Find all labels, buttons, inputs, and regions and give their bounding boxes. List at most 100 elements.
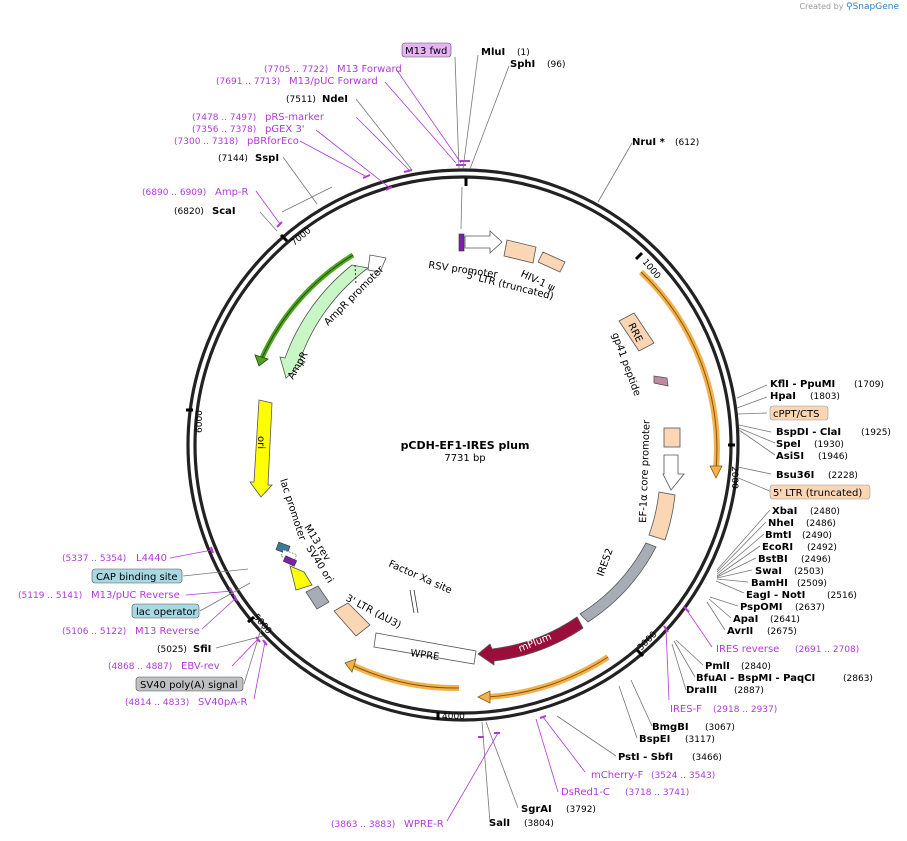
site-bstbi-pos: (2496) xyxy=(801,555,831,565)
site-bamhi: BamHI xyxy=(751,578,788,589)
rsv-promoter-arrow xyxy=(464,230,503,254)
primer-pbrforeco-range: (7300 .. 7318) xyxy=(174,137,238,147)
site-pmli: PmlI xyxy=(705,661,730,672)
site-sspi-pos: (7144) xyxy=(218,154,248,164)
label-sv40pa: SV40 poly(A) signal xyxy=(140,680,238,691)
site-ndei: NdeI xyxy=(322,94,348,105)
site-bfuai: BfuAI - BspMI - PaqCI xyxy=(696,673,815,684)
site-bspei: BspEI xyxy=(639,734,670,745)
site-bamhi-pos: (2509) xyxy=(797,579,827,589)
site-kfli-pos: (1709) xyxy=(854,380,884,390)
primer-m13puc-rev-range: (5119 .. 5141) xyxy=(18,591,82,601)
tick-label-2000: 2000 xyxy=(729,466,739,489)
primer-ebv-rev: EBV-rev xyxy=(181,661,220,672)
plasmid-length: 7731 bp xyxy=(444,453,485,464)
label-m13fwd: M13 fwd xyxy=(405,46,447,57)
primer-m13rev: M13 Reverse xyxy=(135,626,200,637)
ampr-arcs xyxy=(254,252,387,379)
site-scai-pos: (6820) xyxy=(174,207,204,217)
primer-m13rev-range: (5106 .. 5122) xyxy=(62,627,126,637)
site-bspdi-pos: (1925) xyxy=(861,428,891,438)
ef1a-arrow xyxy=(662,454,685,491)
hiv-psi-feature xyxy=(537,251,566,273)
small-ltr-box xyxy=(663,427,681,448)
wpre-feature xyxy=(373,632,477,665)
primer-sv40pa-r: SV40pA-R xyxy=(198,697,247,708)
primer-m13puc-fwd: M13/pUC Forward xyxy=(289,76,378,87)
site-psti-pos: (3466) xyxy=(692,753,722,763)
primer-ebv-rev-range: (4868 .. 4887) xyxy=(108,662,172,672)
site-spei-pos: (1930) xyxy=(814,440,844,450)
label-cap: CAP binding site xyxy=(96,572,178,583)
primer-wpre-r: WPRE-R xyxy=(404,819,444,830)
site-bfuai-pos: (2863) xyxy=(843,674,873,684)
site-sspi: SspI xyxy=(255,153,279,164)
site-bspei-pos: (3117) xyxy=(685,735,715,745)
backbone-outer xyxy=(186,168,740,722)
site-ndei-pos: (7511) xyxy=(286,95,316,105)
snapgene-brand: Created by ⚲SnapGene xyxy=(799,2,899,12)
site-hpai-pos: (1803) xyxy=(810,392,840,402)
site-bmti-pos: (2490) xyxy=(802,531,832,541)
primer-sv40pa-r-range: (4814 .. 4833) xyxy=(125,698,189,708)
primer-ires-f: IRES-F xyxy=(670,704,702,715)
mplum-feature xyxy=(477,616,584,666)
site-draiii-pos: (2887) xyxy=(734,686,764,696)
site-bsu36i: Bsu36I xyxy=(776,470,814,481)
brand-name: SnapGene xyxy=(852,2,899,12)
ampr-feature xyxy=(279,264,369,379)
site-sfii: SfiI xyxy=(193,644,211,655)
site-apai-pos: (2641) xyxy=(770,615,800,625)
primer-pbrforeco: pBRforEco xyxy=(247,136,299,147)
site-pmli-pos: (2840) xyxy=(741,662,771,672)
label-factor-xa: Factor Xa site xyxy=(387,559,454,597)
site-xbai: XbaI xyxy=(772,506,797,517)
rsv-feature xyxy=(458,233,465,252)
primer-dsred1-c: DsRed1-C xyxy=(561,787,610,798)
site-mlui: MluI xyxy=(481,47,505,58)
primer-ires-f-range: (2918 .. 2937) xyxy=(713,705,777,715)
lentiviral-arcs xyxy=(344,269,723,704)
site-avrii: AvrII xyxy=(727,626,753,637)
primer-l4440-range: (5337 .. 5354) xyxy=(62,554,126,564)
primer-wpre-r-range: (3863 .. 3883) xyxy=(331,820,395,830)
tick-label-4000: 4000 xyxy=(442,712,465,722)
primer-pgex: pGEX 3' xyxy=(265,124,305,135)
label-cppt: cPPT/CTS xyxy=(773,409,819,420)
ltr3-feature xyxy=(333,602,371,637)
site-sphi-pos: (96) xyxy=(547,60,565,70)
site-swai: SwaI xyxy=(755,566,782,577)
site-scai: ScaI xyxy=(212,206,236,217)
site-mlui-pos: (1) xyxy=(517,48,530,58)
site-nhei: NheI xyxy=(768,518,794,529)
primer-mcherry-f: mCherry-F xyxy=(591,770,644,781)
primer-ampr: Amp-R xyxy=(215,187,249,198)
site-asisi-pos: (1946) xyxy=(818,452,848,462)
site-bmti: BmtI xyxy=(765,530,792,541)
lac-features xyxy=(275,541,330,610)
label-ori: ori xyxy=(255,436,266,449)
site-bsu36i-pos: (2228) xyxy=(828,471,858,481)
lacop-box xyxy=(131,603,200,619)
primer-ampr-range: (6890 .. 6909) xyxy=(142,188,206,198)
rre-feature xyxy=(618,312,655,352)
site-nhei-pos: (2486) xyxy=(806,519,836,529)
label-lacop: lac operator xyxy=(136,607,197,618)
site-asisi: AsiSI xyxy=(776,451,804,462)
site-psti: PstI - SbfI xyxy=(618,752,673,763)
label-ef1a: EF-1α core promoter xyxy=(638,419,653,523)
label-lac-promoter: lac promoter xyxy=(277,478,308,543)
site-bmgbi-pos: (3067) xyxy=(705,723,735,733)
ampr-promoter-feature xyxy=(367,254,387,273)
site-avrii-pos: (2675) xyxy=(767,627,797,637)
primer-prs-range: (7478 .. 7497) xyxy=(192,113,256,123)
site-sali-pos: (3804) xyxy=(524,819,554,829)
m13fwd-box xyxy=(401,42,452,58)
primer-m13puc-rev: M13/pUC Reverse xyxy=(91,590,180,601)
cppt-box xyxy=(769,405,829,421)
primer-l4440: L4440 xyxy=(136,553,167,564)
primer-m13fwd: M13 Forward xyxy=(337,64,402,75)
site-sgrai-pos: (3792) xyxy=(566,805,596,815)
gp41-feature xyxy=(653,375,669,387)
